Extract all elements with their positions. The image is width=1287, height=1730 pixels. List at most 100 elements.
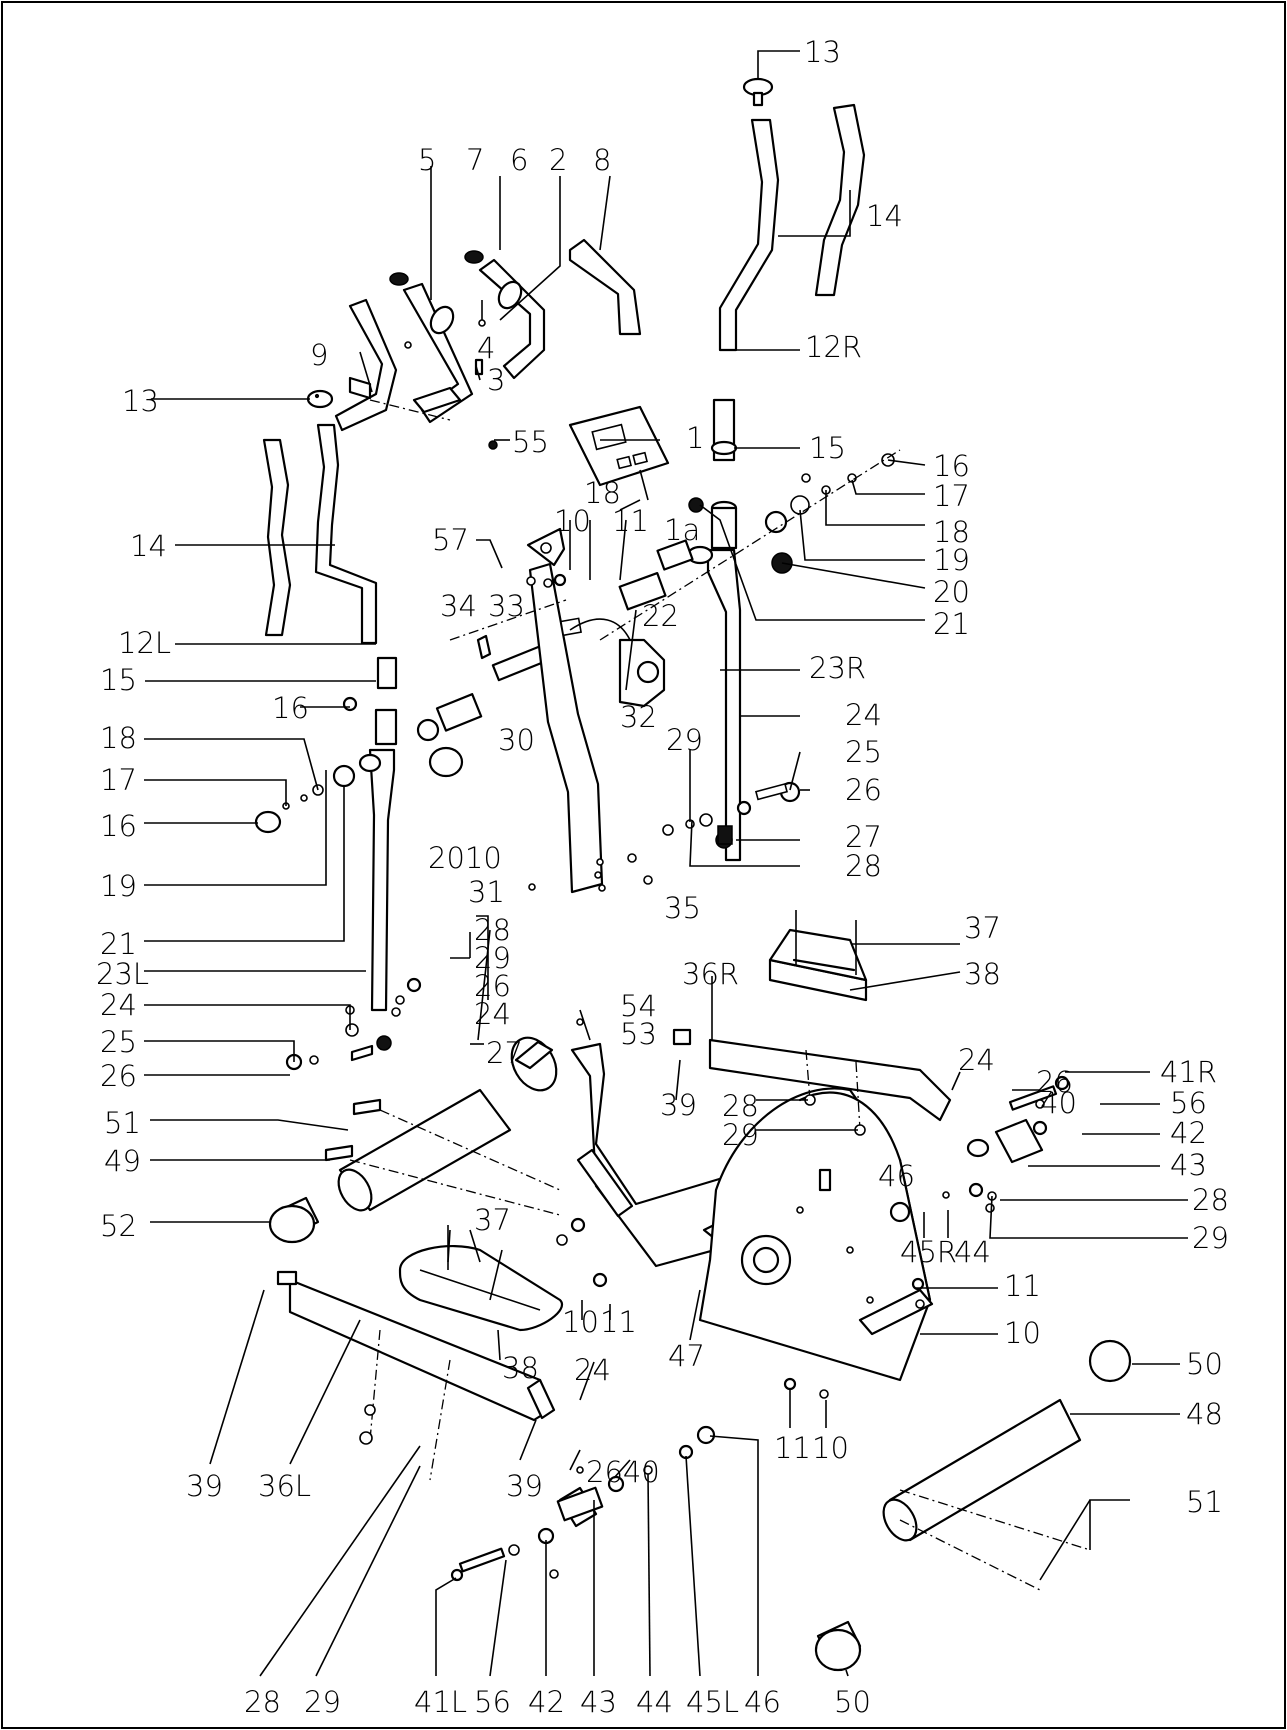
left-crank-assembly [450,1425,716,1582]
callout-12L: 12L [118,626,171,660]
callout-1a: 1a [664,513,700,547]
callout-10-bot: 10 [812,1431,849,1465]
callout-24-36R: 24 [958,1043,995,1077]
callout-24-right: 24 [845,698,882,732]
callout-29-36R: 29 [722,1118,759,1152]
callout-36L: 36L [258,1469,311,1503]
callout-19-left: 19 [100,869,137,903]
callout-24-left: 24 [100,988,137,1022]
callout-44-right: 44 [954,1235,991,1269]
callout-23R: 23R [809,651,866,685]
callout-25-right: 25 [845,735,882,769]
callout-21-left: 21 [100,927,137,961]
callout-29-far: 29 [1192,1221,1229,1255]
callout-55: 55 [512,425,549,459]
callout-57: 57 [432,523,469,557]
callout-13-top: 13 [804,35,841,69]
callout-49: 49 [104,1144,141,1178]
callout-25-left: 25 [100,1025,137,1059]
callout-19-right: 19 [933,543,970,577]
callout-10-right: 10 [1004,1316,1041,1350]
callout-4: 4 [477,331,495,365]
callout-2: 2 [549,143,567,177]
callout-23L: 23L [96,957,149,991]
callout-29-left-mid: 29 [474,941,511,975]
callout-1: 1 [686,421,704,455]
leader-lines-lower [150,943,1188,1677]
left-pedal [398,1225,564,1332]
callout-17-right: 17 [933,479,970,513]
callout-11-low: 11 [600,1305,637,1339]
callout-38-left: 38 [502,1351,539,1385]
callout-20-right: 20 [933,575,970,609]
callout-29-mid: 29 [666,723,703,757]
callout-15-left: 15 [100,663,137,697]
callout-9: 9 [310,338,328,372]
callout-14-left: 14 [130,529,167,563]
callout-40-right: 40 [1040,1086,1077,1120]
callout-29-bot: 29 [304,1685,341,1719]
callout-53: 53 [620,1017,657,1051]
callout-56-bot: 56 [474,1685,511,1719]
callout-24-left-mid: 24 [474,997,511,1031]
callout-17-left: 17 [100,763,137,797]
callout-18-right: 18 [933,515,970,549]
callout-51-right: 51 [1186,1485,1223,1519]
callout-21-right: 21 [933,607,970,641]
callout-11-mid: 11 [612,504,649,538]
callout-labels: 13 14 12R 15 16 17 18 19 20 21 23R 24 25… [96,35,1229,1719]
callout-16-right: 16 [933,449,970,483]
callout-32: 32 [620,700,657,734]
callout-10-low: 10 [562,1305,599,1339]
callout-45R: 45R [900,1235,957,1269]
right-lower-handlebar [686,398,742,862]
callout-27-right: 27 [845,820,882,854]
callout-54: 54 [620,989,657,1023]
left-pedal-arm [276,1270,556,1481]
callout-31: 31 [468,875,505,909]
callout-56-right: 56 [1170,1086,1207,1120]
callout-10-mid: 10 [554,504,591,538]
callout-18-left: 18 [100,721,137,755]
callout-6: 6 [510,143,528,177]
callout-28-bot: 28 [244,1685,281,1719]
callout-38-right: 38 [964,957,1001,991]
callout-37-left: 37 [474,1203,511,1237]
callout-5: 5 [418,143,436,177]
callout-48: 48 [1186,1397,1223,1431]
leader-lines [144,50,926,1076]
callout-42-bot: 42 [528,1685,565,1719]
callout-16-left-top: 16 [272,691,309,725]
callout-52: 52 [100,1209,137,1243]
rear-stabilizer [814,1339,1132,1672]
callout-39-right: 39 [660,1088,697,1122]
callout-26-right: 26 [845,773,882,807]
callout-27-left: 27 [486,1036,523,1070]
callout-43-right: 43 [1170,1148,1207,1182]
main-frame [570,1042,934,1382]
callout-34: 34 [440,589,477,623]
callout-24-bot: 24 [574,1353,611,1387]
callout-14-right: 14 [866,199,903,233]
callout-41L: 41L [414,1685,467,1719]
callout-12R: 12R [805,330,862,364]
callout-18-mid: 18 [584,476,621,510]
callout-28-left-mid: 28 [474,913,511,947]
callout-33: 33 [488,589,525,623]
callout-42-right: 42 [1170,1116,1207,1150]
callout-28-36R: 28 [722,1089,759,1123]
callout-45L: 45L [686,1685,739,1719]
callout-11-bot: 11 [774,1431,811,1465]
console-computer [568,405,670,501]
callout-47: 47 [668,1339,705,1373]
callout-39-low: 39 [506,1469,543,1503]
callout-15-right: 15 [809,431,846,465]
upper-handle-pieces [314,238,642,450]
callout-35: 35 [664,891,701,925]
callout-39-left: 39 [186,1469,223,1503]
front-stabilizer [268,1036,561,1244]
callout-2010: 2010 [428,841,502,875]
right-hardware [599,449,901,836]
callout-46-bot: 46 [744,1685,781,1719]
